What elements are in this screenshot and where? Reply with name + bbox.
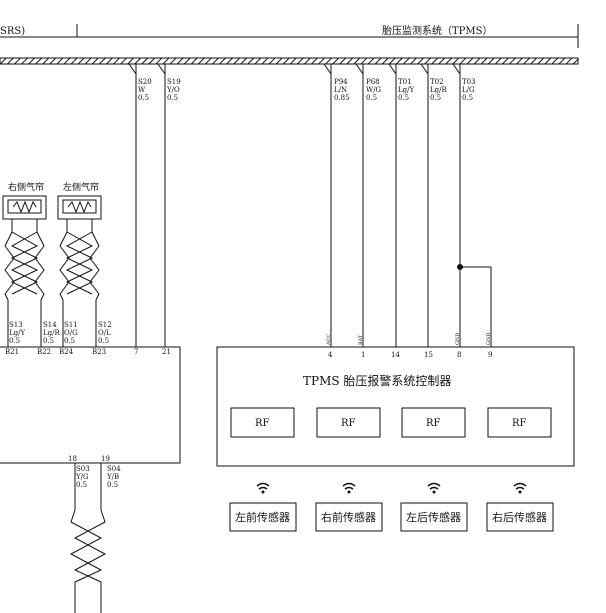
- wire-code: T02: [430, 78, 444, 86]
- wire-color: Lg/Y: [398, 86, 414, 94]
- wire-size: 0.5: [167, 94, 178, 102]
- pin-label: 15: [424, 351, 433, 359]
- wire-size: 0.5: [98, 337, 109, 345]
- sensor-front-right: 右前传感器: [315, 482, 383, 532]
- wire-code: S12: [98, 321, 112, 329]
- tpms-controller: TPMS 胎压报警系统控制器 RF RF RF RF: [216, 346, 575, 467]
- pin-label: B23: [92, 348, 106, 356]
- sensor-label: 右前传感器: [321, 510, 376, 524]
- rf-label: RF: [426, 418, 441, 429]
- pin-function: ACC: [326, 334, 332, 346]
- sensor-front-left: 左前传感器: [229, 482, 297, 532]
- wire-color: W: [138, 86, 146, 94]
- wire-code: S14: [43, 321, 57, 329]
- pin-label: 4: [328, 351, 333, 359]
- wire-color: L/G: [462, 86, 475, 94]
- srs-ecu-box: [0, 346, 181, 464]
- wire-code: S19: [167, 78, 181, 86]
- wire-color: Lg/R: [430, 86, 447, 94]
- bottom-wires: 18 19 S03 Y/G 0.5 S04 Y/B 0.5: [68, 455, 121, 613]
- pin-label: B22: [37, 348, 51, 356]
- wire-code: P94: [334, 78, 348, 86]
- harness-band: [0, 57, 579, 65]
- controller-title: TPMS 胎压报警系统控制器: [303, 373, 451, 388]
- sensor-label: 右后传感器: [492, 510, 547, 524]
- rf-module: RF: [487, 407, 552, 438]
- pin-label: 8: [457, 351, 461, 359]
- pin-label: B21: [5, 348, 19, 356]
- wire-code: T01: [398, 78, 412, 86]
- wire-color: O/G: [64, 329, 78, 337]
- wire-color: O/L: [98, 329, 111, 337]
- wire-code: S04: [107, 465, 121, 473]
- wireless-icon: [342, 482, 356, 494]
- wire-size: 0.5: [462, 94, 473, 102]
- left-curtain-label: 左侧气帘: [63, 181, 99, 193]
- sensor-rear-right: 右后传感器: [486, 482, 554, 532]
- header-left-system: SRS): [0, 26, 25, 37]
- pin-function: GND: [486, 333, 492, 345]
- rf-module: RF: [401, 407, 466, 438]
- curtain-right: 右侧气帘: [2, 181, 47, 347]
- curtain-left: 左侧气帘: [57, 181, 102, 347]
- wire-size: 0.5: [107, 481, 118, 489]
- wire-color: Y/O: [166, 86, 180, 94]
- rf-label: RF: [512, 418, 527, 429]
- center-wires: S20 W 0.5 S19 Y/O 0.5 7 21: [128, 63, 181, 356]
- sensor-rear-left: 左后传感器: [400, 482, 468, 532]
- pin-label: 9: [488, 351, 492, 359]
- wireless-icon: [427, 482, 441, 494]
- header: SRS) 胎压监测系统（TPMS）: [0, 24, 579, 48]
- pin-label: B24: [59, 348, 74, 356]
- rf-module: RF: [316, 407, 381, 438]
- rf-label: RF: [341, 418, 356, 429]
- wireless-icon: [513, 482, 527, 494]
- splice-point: [457, 264, 463, 270]
- header-right-system: 胎压监测系统（TPMS）: [382, 24, 493, 37]
- sensor-label: 左后传感器: [406, 511, 461, 524]
- wire-color: Lg/R: [43, 329, 60, 337]
- tpms-wires: P94 L/N 0.85 P68 W/G 0.5 T01 Lg/Y 0.5 T0…: [323, 63, 492, 359]
- wire-color: L/N: [334, 86, 347, 94]
- pin-label: 1: [361, 351, 365, 359]
- pin-label: 14: [391, 351, 400, 359]
- pin-function: GND: [455, 333, 461, 345]
- wire-size: 0.5: [430, 94, 441, 102]
- airbag-wire-labels: S13 Lg/Y 0.5 B21 S14 Lg/R 0.5 B22 S11 O/…: [5, 321, 112, 356]
- wire-code: T03: [462, 78, 476, 86]
- pin-label: 21: [162, 348, 171, 356]
- sensor-label: 左前传感器: [235, 510, 290, 524]
- wire-code: S11: [64, 321, 78, 329]
- wire-size: 0.5: [138, 94, 149, 102]
- wire-color: Y/G: [75, 473, 89, 481]
- pin-function: BAT: [358, 334, 364, 345]
- wireless-icon: [256, 482, 270, 494]
- wire-code: S20: [138, 78, 152, 86]
- wire-size: 0.85: [334, 94, 350, 102]
- pin-label: 18: [68, 455, 77, 463]
- rf-module: RF: [230, 407, 295, 438]
- wire-size: 0.5: [43, 337, 54, 345]
- wire-code: S13: [9, 321, 23, 329]
- wire-size: 0.5: [76, 481, 87, 489]
- right-curtain-label: 右侧气帘: [8, 181, 44, 193]
- wire-size: 0.5: [398, 94, 409, 102]
- wire-color: Lg/Y: [9, 329, 25, 337]
- pin-label: 7: [134, 348, 138, 356]
- wire-size: 0.5: [64, 337, 75, 345]
- rf-label: RF: [255, 418, 270, 429]
- wire-color: Y/B: [106, 473, 119, 481]
- wire-code: P68: [366, 78, 380, 86]
- pin-label: 19: [101, 455, 110, 463]
- sensors: 左前传感器 右前传感器 左后传感器: [229, 482, 554, 532]
- wire-code: S03: [76, 465, 90, 473]
- wire-size: 0.5: [366, 94, 377, 102]
- wire-size: 0.5: [9, 337, 20, 345]
- wire-color: W/G: [366, 86, 382, 94]
